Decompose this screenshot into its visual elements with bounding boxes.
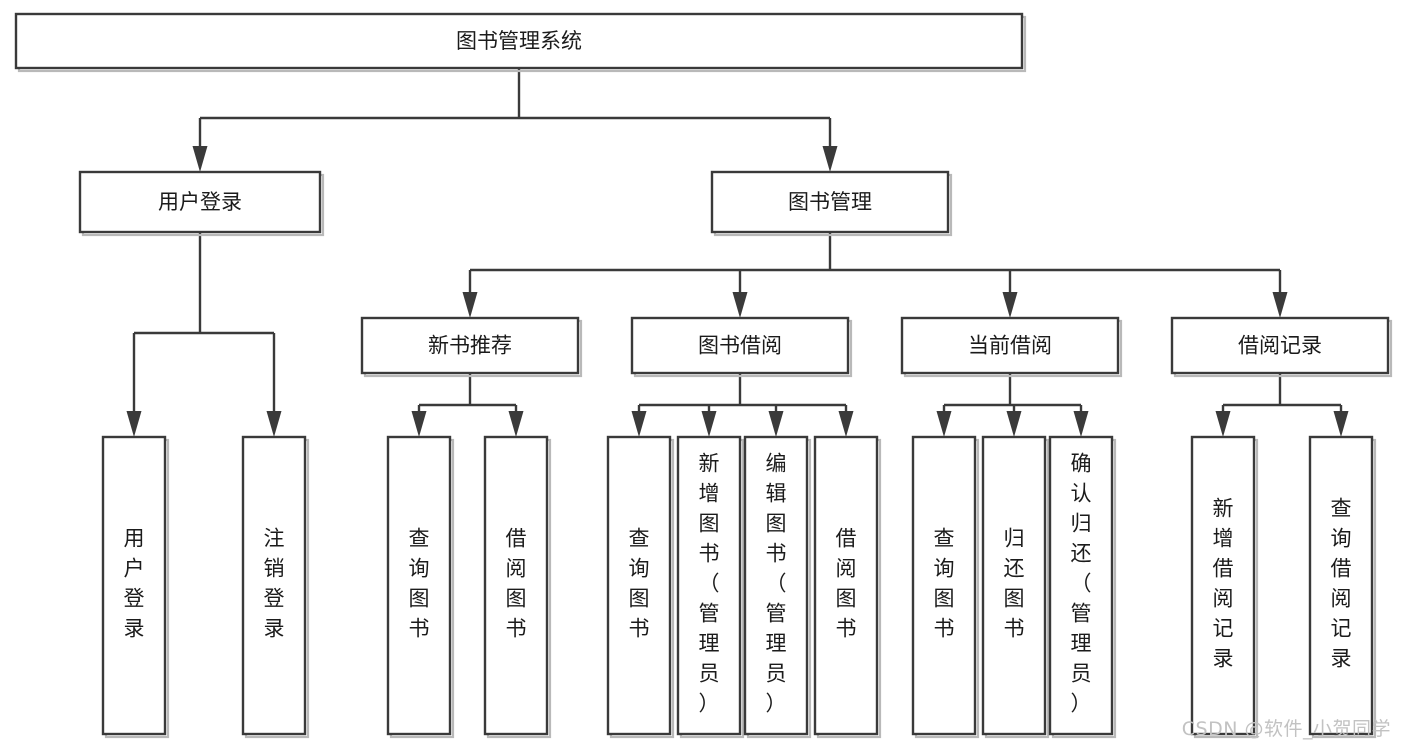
arrow-head-icon bbox=[822, 146, 838, 172]
node-rect[interactable] bbox=[743, 435, 809, 736]
node-rect[interactable] bbox=[78, 170, 322, 234]
node-label: 新增图书（管理员） bbox=[699, 452, 720, 716]
node-label: 图书借阅 bbox=[698, 334, 782, 358]
node-label: 查询图书 bbox=[409, 527, 430, 641]
flow-node[interactable]: 查询借阅记录 bbox=[1308, 435, 1377, 739]
arrow-head-icon bbox=[732, 292, 748, 318]
node-label: 查询图书 bbox=[629, 527, 650, 641]
flow-node[interactable]: 查询图书 bbox=[386, 435, 455, 739]
connector-layer bbox=[126, 68, 1349, 437]
arrow-head-icon bbox=[411, 411, 427, 437]
connector-group bbox=[1215, 373, 1349, 437]
node-label: 查询图书 bbox=[934, 527, 955, 641]
arrow-head-icon bbox=[701, 411, 717, 437]
connector-group bbox=[936, 373, 1089, 437]
arrow-head-icon bbox=[192, 146, 208, 172]
connector-group bbox=[126, 232, 282, 437]
node-rect[interactable] bbox=[1170, 316, 1390, 375]
flow-node[interactable]: 用户登录 bbox=[78, 170, 325, 237]
arrow-head-icon bbox=[631, 411, 647, 437]
node-rect[interactable] bbox=[386, 435, 452, 736]
arrow-head-icon bbox=[1272, 292, 1288, 318]
arrow-head-icon bbox=[838, 411, 854, 437]
node-label: 用户登录 bbox=[124, 527, 145, 641]
arrow-head-icon bbox=[936, 411, 952, 437]
node-label: 新书推荐 bbox=[428, 334, 512, 358]
connector-group bbox=[192, 68, 838, 172]
node-rect[interactable] bbox=[1308, 435, 1374, 736]
flow-node[interactable]: 图书借阅 bbox=[630, 316, 853, 378]
node-rect[interactable] bbox=[630, 316, 850, 375]
arrow-head-icon bbox=[1215, 411, 1231, 437]
arrow-head-icon bbox=[1333, 411, 1349, 437]
node-label: 借阅记录 bbox=[1238, 334, 1322, 358]
flow-node[interactable]: 当前借阅 bbox=[900, 316, 1123, 378]
flow-node[interactable]: 查询图书 bbox=[606, 435, 675, 739]
flow-node[interactable]: 确认归还（管理员） bbox=[1048, 435, 1117, 739]
node-rect[interactable] bbox=[360, 316, 580, 375]
arrow-head-icon bbox=[126, 411, 142, 437]
flow-node[interactable]: 查询图书 bbox=[911, 435, 980, 739]
flow-node[interactable]: 借阅记录 bbox=[1170, 316, 1393, 378]
node-label: 用户登录 bbox=[158, 190, 242, 214]
node-rect[interactable] bbox=[606, 435, 672, 736]
flow-node[interactable]: 图书管理系统 bbox=[14, 12, 1027, 73]
arrow-head-icon bbox=[1006, 411, 1022, 437]
arrow-head-icon bbox=[266, 411, 282, 437]
node-label: 借阅图书 bbox=[506, 527, 527, 641]
node-label: 查询借阅记录 bbox=[1331, 497, 1352, 671]
arrow-head-icon bbox=[508, 411, 524, 437]
node-label: 借阅图书 bbox=[836, 527, 857, 641]
flow-node[interactable]: 新增借阅记录 bbox=[1190, 435, 1259, 739]
flow-node[interactable]: 用户登录 bbox=[101, 435, 170, 739]
node-label: 注销登录 bbox=[264, 527, 285, 641]
node-rect[interactable] bbox=[241, 435, 307, 736]
node-rect[interactable] bbox=[813, 435, 879, 736]
node-rect[interactable] bbox=[710, 170, 950, 234]
flow-node[interactable]: 注销登录 bbox=[241, 435, 310, 739]
arrow-head-icon bbox=[1002, 292, 1018, 318]
connector-group bbox=[411, 373, 524, 437]
flow-node[interactable]: 编辑图书（管理员） bbox=[743, 435, 812, 739]
flow-node[interactable]: 图书管理 bbox=[710, 170, 953, 237]
arrow-head-icon bbox=[462, 292, 478, 318]
node-rect[interactable] bbox=[900, 316, 1120, 375]
flow-node[interactable]: 新书推荐 bbox=[360, 316, 583, 378]
watermark-label: CSDN @软件_小贺同学 bbox=[1181, 718, 1391, 740]
node-label: 编辑图书（管理员） bbox=[766, 452, 787, 716]
node-label: 当前借阅 bbox=[968, 334, 1052, 358]
node-layer: 图书管理系统用户登录图书管理新书推荐图书借阅当前借阅借阅记录用户登录注销登录查询… bbox=[14, 12, 1393, 739]
connector-group bbox=[462, 232, 1288, 318]
flow-node[interactable]: 归还图书 bbox=[981, 435, 1050, 739]
node-rect[interactable] bbox=[483, 435, 549, 736]
node-label: 图书管理系统 bbox=[456, 29, 582, 53]
flow-node[interactable]: 借阅图书 bbox=[813, 435, 882, 739]
node-rect[interactable] bbox=[676, 435, 742, 736]
node-label: 确认归还（管理员） bbox=[1071, 452, 1092, 716]
node-rect[interactable] bbox=[1190, 435, 1256, 736]
arrow-head-icon bbox=[1073, 411, 1089, 437]
arrow-head-icon bbox=[768, 411, 784, 437]
node-rect[interactable] bbox=[101, 435, 167, 736]
node-label: 新增借阅记录 bbox=[1213, 497, 1234, 671]
node-rect[interactable] bbox=[14, 12, 1024, 70]
node-label: 图书管理 bbox=[788, 190, 872, 214]
node-rect[interactable] bbox=[981, 435, 1047, 736]
connector-group bbox=[631, 373, 854, 437]
node-rect[interactable] bbox=[911, 435, 977, 736]
node-label: 归还图书 bbox=[1004, 527, 1025, 641]
node-rect[interactable] bbox=[1048, 435, 1114, 736]
flow-node[interactable]: 新增图书（管理员） bbox=[676, 435, 745, 739]
flow-node[interactable]: 借阅图书 bbox=[483, 435, 552, 739]
